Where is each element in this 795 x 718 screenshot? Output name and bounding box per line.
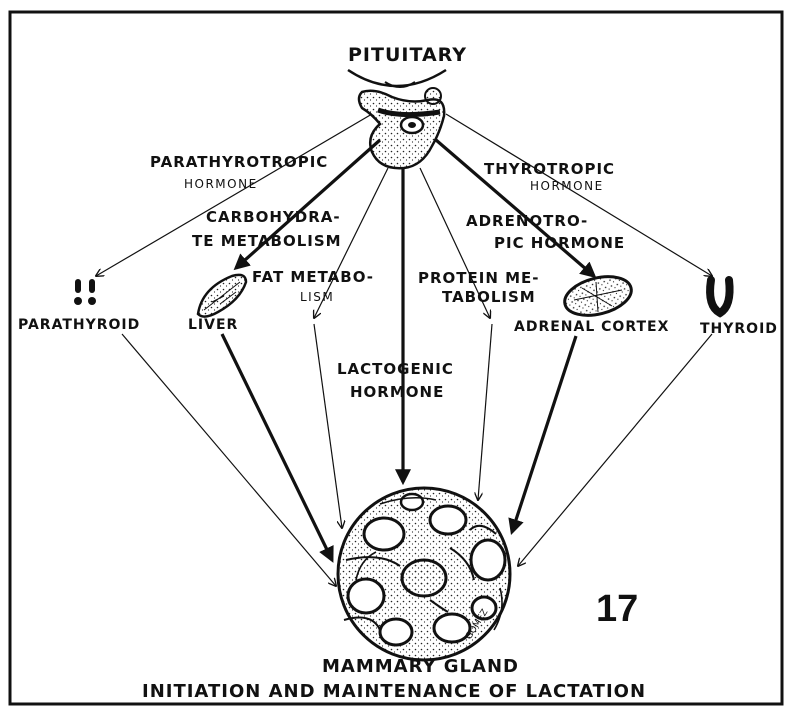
arrow-liver-to-gland: [222, 334, 332, 560]
liver-label: LIVER: [188, 318, 238, 332]
thyrotropic-label-line1: THYROTROPIC: [484, 162, 615, 177]
arrow-parathyroid-to-gland: [122, 334, 336, 586]
pituitary-label: PITUITARY: [348, 46, 467, 65]
lactogenic-label-line2: HORMONE: [350, 385, 444, 400]
figure-number: 17: [596, 590, 638, 628]
thyrotropic-label-line2: HORMONE: [530, 180, 604, 192]
parathyrotropic-label-line2: HORMONE: [184, 178, 258, 190]
mammary-gland-label: MAMMARY GLAND: [322, 658, 519, 676]
thyroid-drawing: [710, 280, 730, 313]
adrenal-cortex-drawing: [561, 270, 636, 321]
fat-metabolism-label-line2: LISM: [300, 291, 334, 303]
parathyroid-label: PARATHYROID: [18, 318, 140, 332]
figure-caption: INITIATION AND MAINTENANCE OF LACTATION: [142, 683, 646, 701]
fat-metabolism-label-line1: FAT METABO-: [252, 270, 374, 285]
arrow-adrenal-to-gland: [512, 336, 576, 532]
carbohydrate-label-line1: CARBOHYDRA-: [206, 210, 341, 225]
parathyrotropic-label-line1: PARATHYROTROPIC: [150, 155, 328, 170]
carbohydrate-label-line2: TE METABOLISM: [192, 234, 342, 249]
adrenotropic-label-line2: PIC HORMONE: [494, 236, 625, 251]
arrow-fat-to-gland: [314, 324, 342, 528]
lactogenic-label-line1: LACTOGENIC: [337, 362, 454, 377]
adrenal-cortex-label: ADRENAL CORTEX: [514, 320, 669, 334]
thyroid-label: THYROID: [700, 322, 778, 336]
protein-metabolism-label-line2: TABOLISM: [442, 290, 536, 305]
adrenotropic-label-line1: ADRENOTRO-: [466, 214, 588, 229]
mammary-gland-drawing: [338, 488, 510, 660]
arrow-parathyrotropic: [96, 114, 372, 276]
parathyroid-drawing: [74, 279, 96, 305]
protein-metabolism-label-line1: PROTEIN ME-: [418, 271, 540, 286]
liver-drawing: [198, 275, 246, 317]
arrow-protein-to-gland: [478, 324, 492, 500]
arrow-thyroid-to-gland: [518, 334, 712, 566]
